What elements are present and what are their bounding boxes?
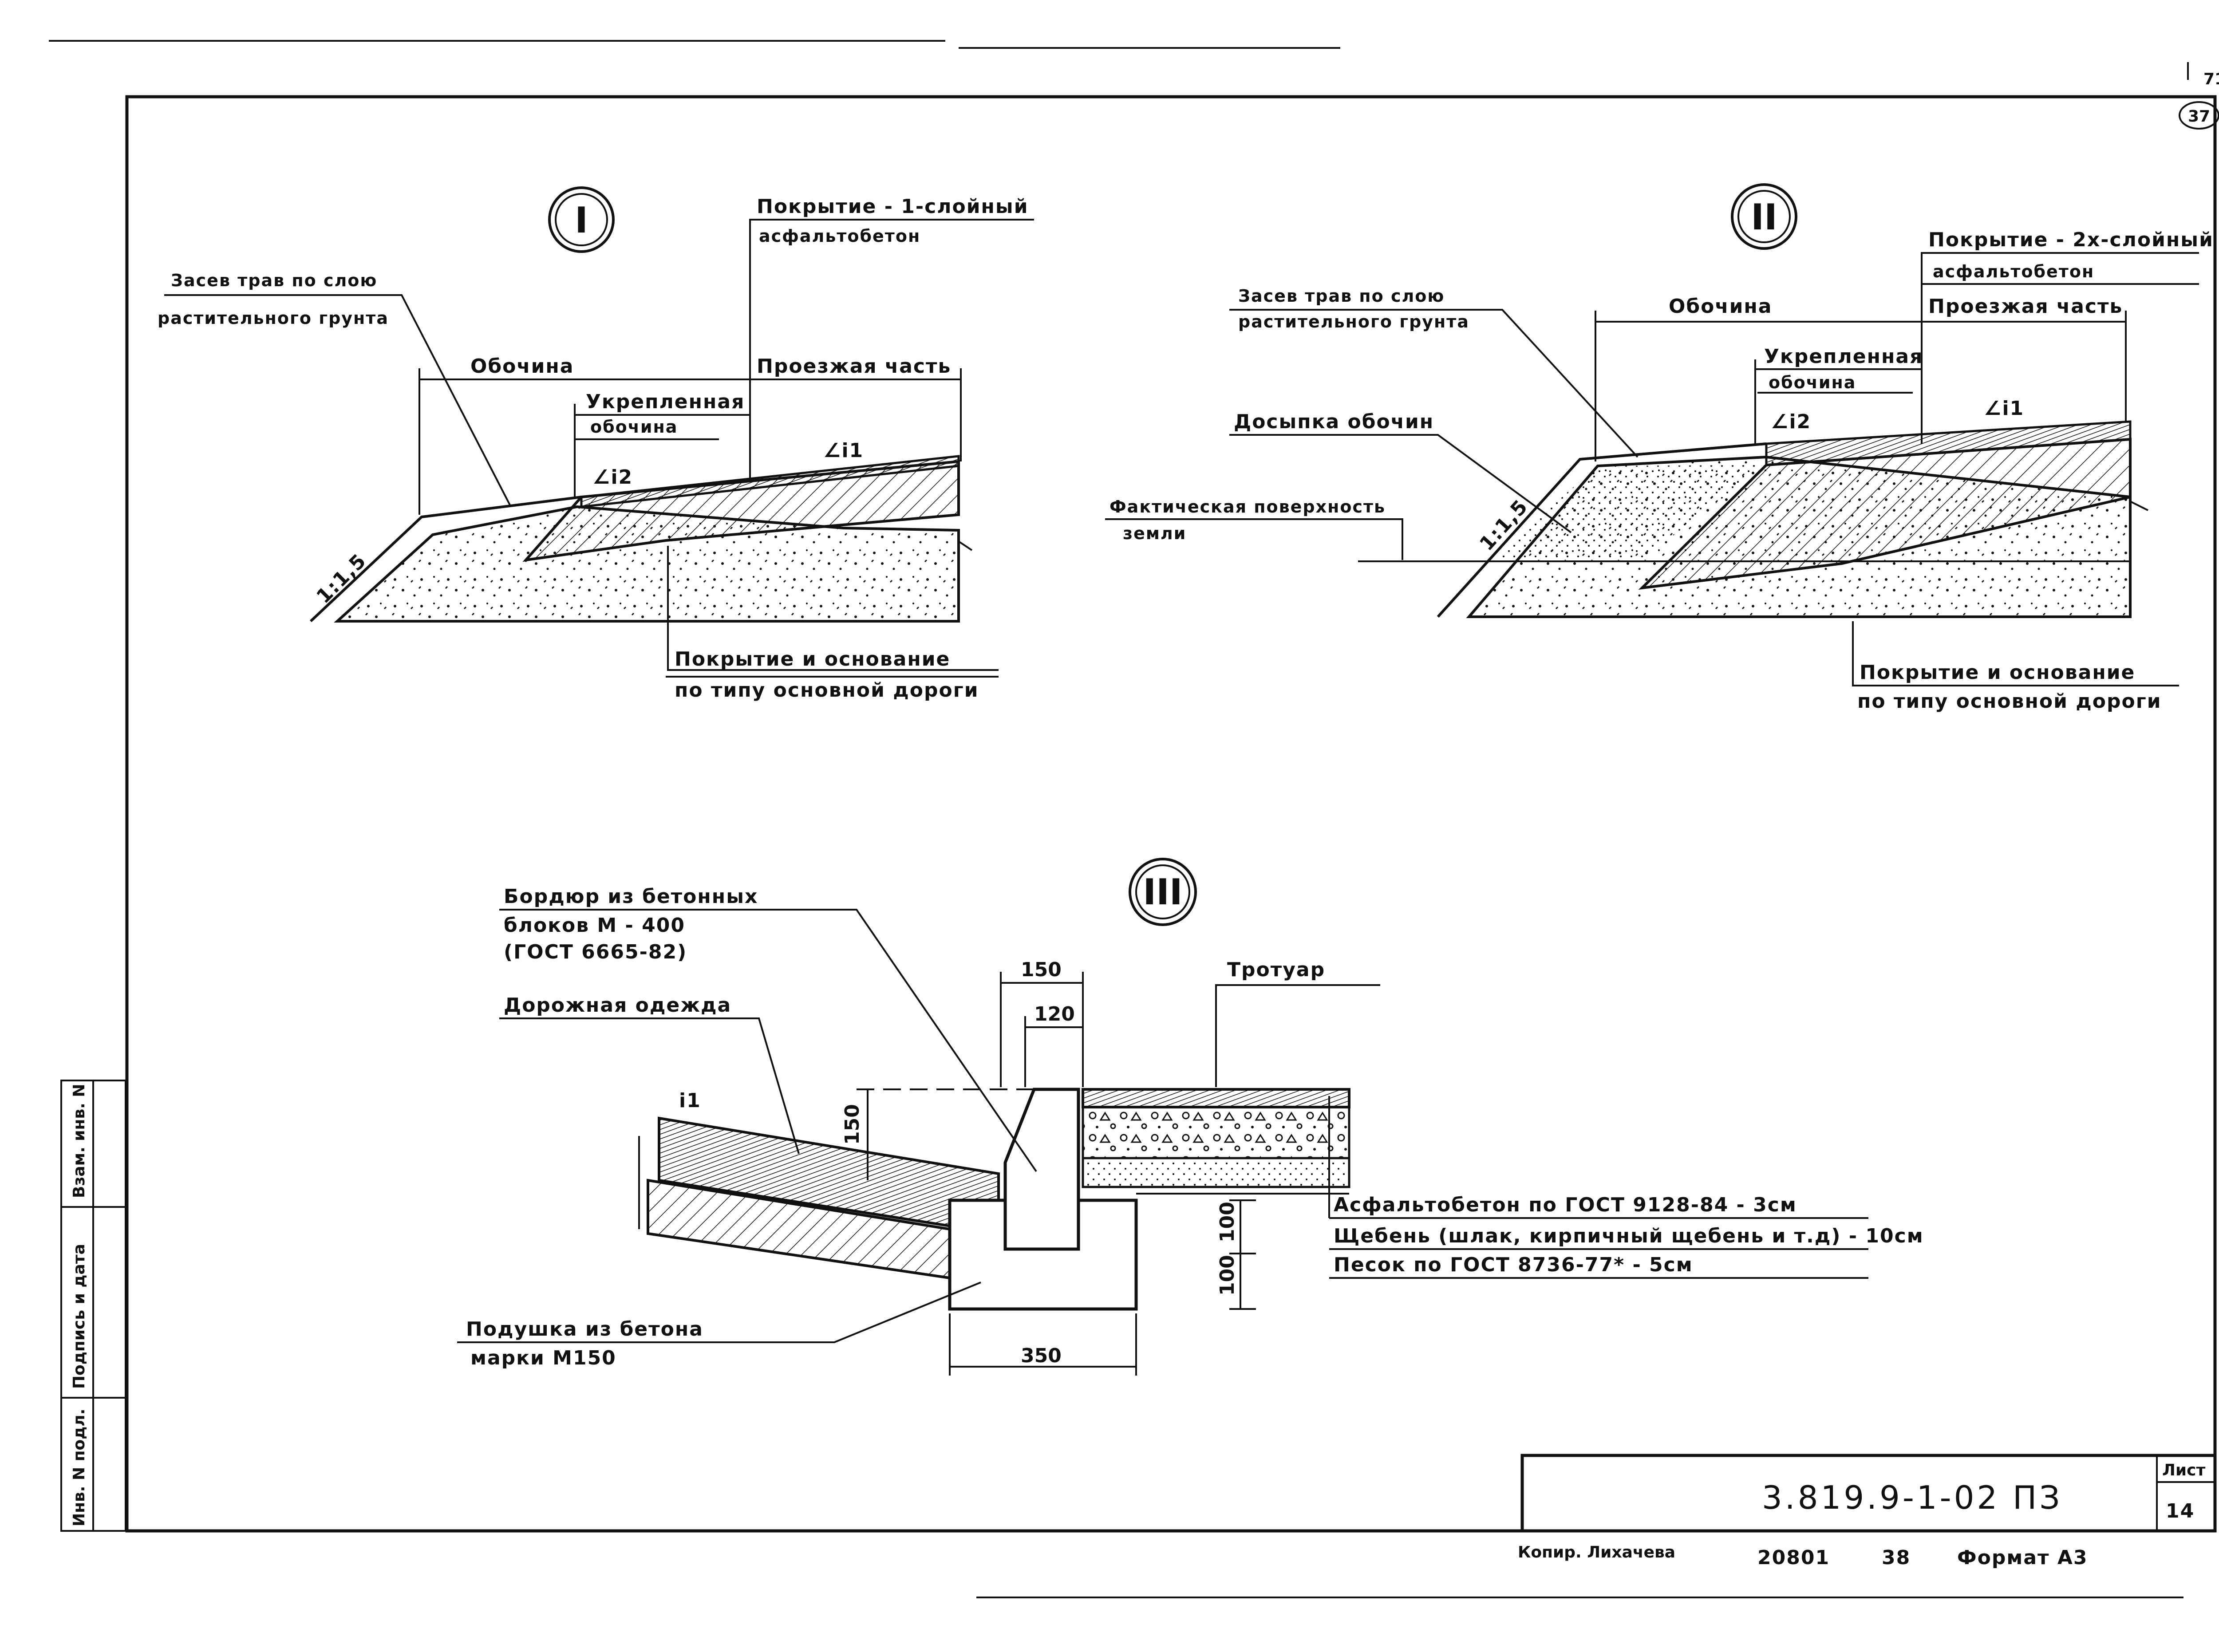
page-number-text: 37 [2188,107,2210,126]
section-3-sidewalk-gravel [1082,1106,1350,1159]
section-2-pavement [1638,438,2132,590]
section-2-base-1: Покрытие и основание [1860,661,2135,684]
side-stamp-cell-2: Подпись и дата [70,1244,88,1389]
title-block: 3.819.9-1-02 ПЗ Лист 14 [1520,1454,2217,1533]
section-2-seeding-1: Засев трав по слою [1238,286,1445,306]
section-2-fill [1491,465,1766,559]
order-number: 20801 [1757,1546,1830,1569]
section-3-curb-2: блоков М - 400 [504,914,685,937]
section-3: III 150 120 150 100 100 350 [457,858,1924,1376]
sheet-frame [49,40,2217,1598]
section-3-dim-100-a: 100 [1216,1202,1239,1242]
section-1-carriageway: Проезжая часть [757,355,951,378]
section-3-pad-1: Подушка из бетона [466,1318,703,1341]
section-3-slope-i1: i1 [679,1089,701,1112]
section-2-slope-i1: ∠i1 [1984,397,2024,420]
order-sub: 38 [1882,1546,1911,1569]
section-1-reinforced-1: Укрепленная [586,390,745,413]
side-stamp-cell-1: Инв. N подл. [70,1409,88,1526]
section-3-layer-3: Песок по ГОСТ 8736-77* - 5см [1334,1254,1693,1276]
section-2-coating [1765,420,2132,466]
section-2-marker: II [1751,197,1777,238]
doc-code: 3.819.9-1-02 ПЗ [1762,1479,2062,1516]
section-1-soil [334,505,960,623]
section-2: II Обочина Укрепленная обочина ∠i2 ∠i1 1… [1105,183,2214,713]
section-3-dim-150-side: 150 [841,1104,864,1145]
section-2-coating-1: Покрытие - 2х-слойный [1928,229,2214,251]
section-2-reinforced-2: обочина [1769,373,1856,392]
section-3-pad-2: марки М150 [470,1347,616,1369]
section-3-sidewalk-asphalt [1082,1088,1350,1108]
section-3-dim-100-b: 100 [1216,1255,1239,1296]
section-1-slope-i1: ∠i1 [823,439,864,462]
section-3-dim-150-top: 150 [1021,958,1062,981]
sheet-label: Лист [2162,1461,2205,1479]
section-1-reinforced-2: обочина [590,417,678,437]
section-3-dim-120: 120 [1034,1003,1075,1025]
section-2-base-2: по типу основной дороги [1857,690,2162,713]
section-1-shoulder: Обочина [470,355,574,378]
section-2-shoulder: Обочина [1669,295,1772,318]
section-1-seeding-2: растительного грунта [158,308,389,328]
section-1-pavement [522,460,960,562]
section-3-sidewalk-label: Тротуар [1227,958,1325,981]
sheet-top-mark: 71 [2203,70,2219,88]
page-number: 37 [2179,101,2219,130]
side-stamp: Взам. инв. N Подпись и дата Инв. N подл. [60,1080,126,1532]
section-2-carriageway: Проезжая часть [1928,295,2123,318]
section-3-sidewalk-sand [1082,1157,1350,1188]
section-1-marker-circle [548,186,615,253]
section-3-marker: III [1143,871,1182,913]
section-3-marker-circle [1129,858,1197,926]
section-3-layer-1: Асфальтобетон по ГОСТ 9128-84 - 3см [1334,1194,1797,1216]
section-1-coating [580,455,960,508]
section-2-slope-i2: ∠i2 [1771,410,1811,433]
section-1-marker: I [575,200,588,241]
side-stamp-cell-3: Взам. инв. N [70,1084,88,1198]
section-1-base-1: Покрытие и основание [675,648,950,670]
section-2-ground-2: земли [1123,524,1186,543]
section-2-coating-2: асфальтобетон [1933,262,2094,281]
sheet-number: 14 [2166,1500,2195,1522]
section-3-road-surface-label: Дорожная одежда [504,994,731,1017]
section-1-coating-1: Покрытие - 1-слойный [757,195,1029,218]
section-2-seeding-2: растительного грунта [1238,312,1469,331]
section-1-slope-i2: ∠i2 [592,466,633,489]
section-2-marker-circle [1731,183,1797,250]
section-1-coating-2: асфальтобетон [759,226,920,246]
section-2-ground-1: Фактическая поверхность [1110,497,1386,516]
format: Формат А3 [1957,1546,2088,1569]
copied-by: Копир. Лихачева [1518,1543,1675,1561]
section-1-base-2: по типу основной дороги [675,679,979,702]
section-3-dim-350: 350 [1021,1344,1062,1367]
section-2-reinforced-1: Укрепленная [1764,345,1923,368]
section-1: I Обочина Укрепленная обочина Проезжая ч… [158,186,1034,702]
section-3-curb-3: (ГОСТ 6665-82) [504,941,687,963]
section-3-curb [1003,1088,1080,1251]
section-3-layer-2: Щебень (шлак, кирпичный щебень и т.д) - … [1334,1225,1924,1247]
footer: Копир. Лихачева 20801 38 Формат А3 [1518,1543,2088,1569]
section-2-fill-label: Досыпка обочин [1234,410,1434,433]
section-1-seeding-1: Засев трав по слою [171,271,377,290]
section-3-curb-1: Бордюр из бетонных [504,885,758,908]
